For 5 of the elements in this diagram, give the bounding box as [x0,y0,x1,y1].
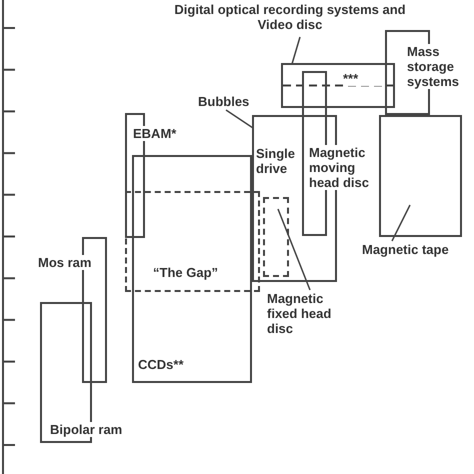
range-label: *** [343,71,383,86]
leader-line [277,208,311,290]
leader-line [291,36,301,64]
leader-line [391,204,411,242]
leader-line [226,109,254,129]
